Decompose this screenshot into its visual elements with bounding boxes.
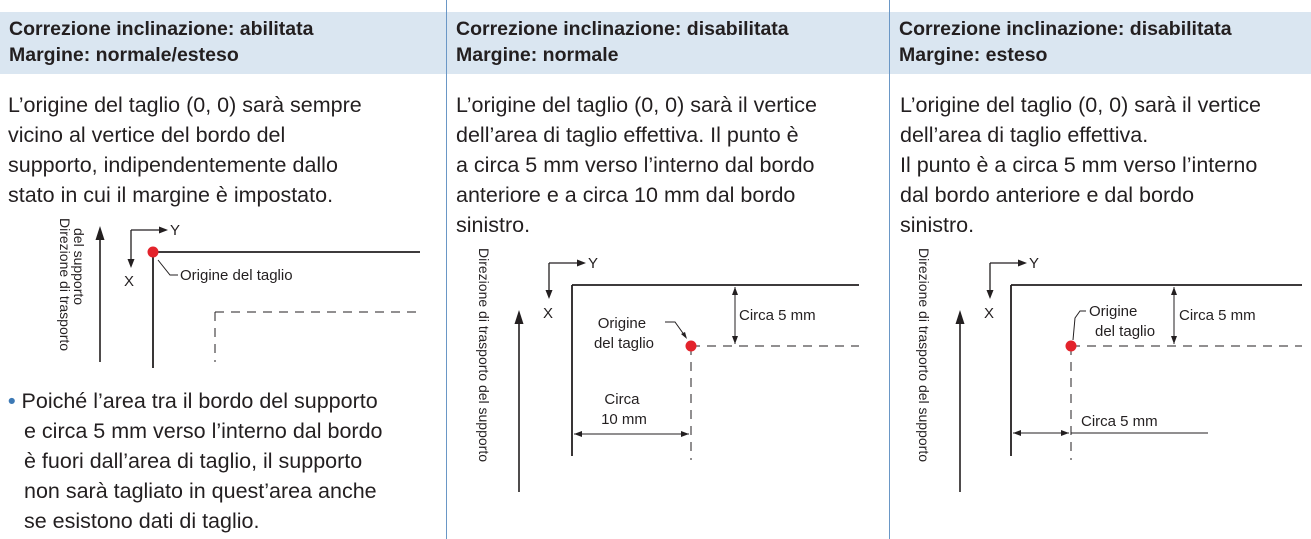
axis-x-label: X: [984, 305, 994, 322]
y-arrowhead: [577, 259, 586, 267]
dim-arrowhead: [732, 336, 738, 344]
column-skew-enabled: Correzione inclinazione: abilitata Margi…: [0, 0, 446, 539]
origin-diagram: Direzione di trasporto del supporto Y X …: [916, 248, 1302, 492]
feed-arrowhead: [955, 310, 965, 324]
dim-horizontal-label: Circa 10 mm: [601, 391, 647, 428]
origin-label: Origine del taglio: [180, 267, 293, 284]
axis-y-label: Y: [170, 222, 180, 239]
description-line: L’origine del taglio (0, 0) sarà sempre: [8, 93, 362, 117]
axis-x-label: X: [124, 273, 134, 290]
feed-direction-label: Direzione di trasporto del supporto: [476, 248, 492, 462]
dim-arrowhead: [1171, 336, 1177, 344]
dim-arrowhead: [1013, 430, 1021, 436]
description-line: a circa 5 mm verso l’interno dal bordo: [456, 153, 815, 177]
description-line: sinistro.: [456, 213, 531, 237]
feed-direction-label: Direzione di trasporto del supporto: [57, 218, 87, 355]
header-line-2: Margine: normale: [456, 44, 619, 66]
origin-label: Origine del taglio: [1089, 303, 1155, 340]
cut-origin-dot: [685, 340, 697, 352]
note-line: se esistono dati di taglio.: [24, 509, 260, 533]
origin-diagram: Direzione di trasporto del supporto Y X …: [57, 218, 420, 368]
x-arrowhead: [545, 290, 553, 299]
dim-arrowhead: [1061, 430, 1069, 436]
note-line: e circa 5 mm verso l’interno dal bordo: [24, 419, 383, 443]
description-line: stato in cui il margine è impostato.: [8, 183, 334, 207]
feed-arrowhead: [95, 226, 105, 240]
description-line: sinistro.: [900, 213, 975, 237]
dim-horizontal-label: Circa 5 mm: [1081, 413, 1158, 430]
dim-arrowhead: [1171, 287, 1177, 295]
x-arrowhead: [986, 290, 994, 299]
description-line: L’origine del taglio (0, 0) sarà il vert…: [456, 93, 817, 117]
column-skew-disabled-normal-margin: Correzione inclinazione: disabilitata Ma…: [446, 0, 889, 539]
column-header: Correzione inclinazione: abilitata Margi…: [0, 12, 446, 74]
axis-y-label: Y: [1029, 255, 1039, 272]
header-line-1: Correzione inclinazione: abilitata: [9, 18, 314, 40]
description-line: dell’area di taglio effettiva. Il punto …: [456, 123, 799, 147]
column-header: Correzione inclinazione: disabilitata Ma…: [447, 12, 889, 74]
description-line: dal bordo anteriore e dal bordo: [900, 183, 1195, 207]
header-line-1: Correzione inclinazione: disabilitata: [456, 18, 789, 40]
origin-label: Origine del taglio: [594, 315, 654, 352]
note-bullet: • Poiché l’area tra il bordo del support…: [8, 386, 440, 536]
description: L’origine del taglio (0, 0) sarà il vert…: [900, 90, 1310, 240]
origin-leader: [157, 259, 178, 276]
description: L’origine del taglio (0, 0) sarà sempre …: [8, 90, 438, 210]
description-line: supporto, indipendentemente dallo: [8, 153, 338, 177]
description-line: dell’area di taglio effettiva.: [900, 123, 1149, 147]
description-line: L’origine del taglio (0, 0) sarà il vert…: [900, 93, 1261, 117]
description-line: vicino al vertice del bordo del: [8, 123, 286, 147]
cut-origin-dot: [147, 246, 159, 258]
origin-leader: [1072, 310, 1086, 341]
feed-arrowhead: [514, 310, 524, 324]
dim-arrowhead: [681, 431, 689, 437]
y-arrowhead: [159, 226, 168, 234]
origin-diagram: Direzione di trasporto del supporto Y X …: [476, 248, 859, 492]
description-line: anteriore e a circa 10 mm dal bordo: [456, 183, 796, 207]
bullet-marker: •: [8, 389, 16, 413]
dim-vertical-label: Circa 5 mm: [739, 307, 816, 324]
y-arrowhead: [1018, 259, 1027, 267]
dim-arrowhead: [732, 287, 738, 295]
description: L’origine del taglio (0, 0) sarà il vert…: [456, 90, 876, 240]
description-line: Il punto è a circa 5 mm verso l’interno: [900, 153, 1258, 177]
leader-arrowhead: [681, 332, 687, 339]
header-line-1: Correzione inclinazione: disabilitata: [899, 18, 1232, 40]
origin-leader: [665, 321, 686, 337]
axis-x-label: X: [543, 305, 553, 322]
column-header: Correzione inclinazione: disabilitata Ma…: [890, 12, 1311, 74]
dim-arrowhead: [574, 431, 582, 437]
feed-direction-label: Direzione di trasporto del supporto: [916, 248, 932, 462]
note-line-text: Poiché l’area tra il bordo del supporto: [21, 389, 378, 413]
header-line-2: Margine: esteso: [899, 44, 1048, 66]
note-line: non sarà tagliato in quest’area anche: [24, 479, 377, 503]
axis-y-label: Y: [588, 255, 598, 272]
x-arrowhead: [127, 259, 135, 268]
cut-origin-dot: [1065, 340, 1077, 352]
note-line: è fuori dall’area di taglio, il supporto: [24, 449, 363, 473]
header-line-2: Margine: normale/esteso: [9, 44, 239, 66]
note-line: • Poiché l’area tra il bordo del support…: [8, 386, 440, 416]
dim-vertical-label: Circa 5 mm: [1179, 307, 1256, 324]
column-skew-disabled-extended-margin: Correzione inclinazione: disabilitata Ma…: [889, 0, 1311, 539]
